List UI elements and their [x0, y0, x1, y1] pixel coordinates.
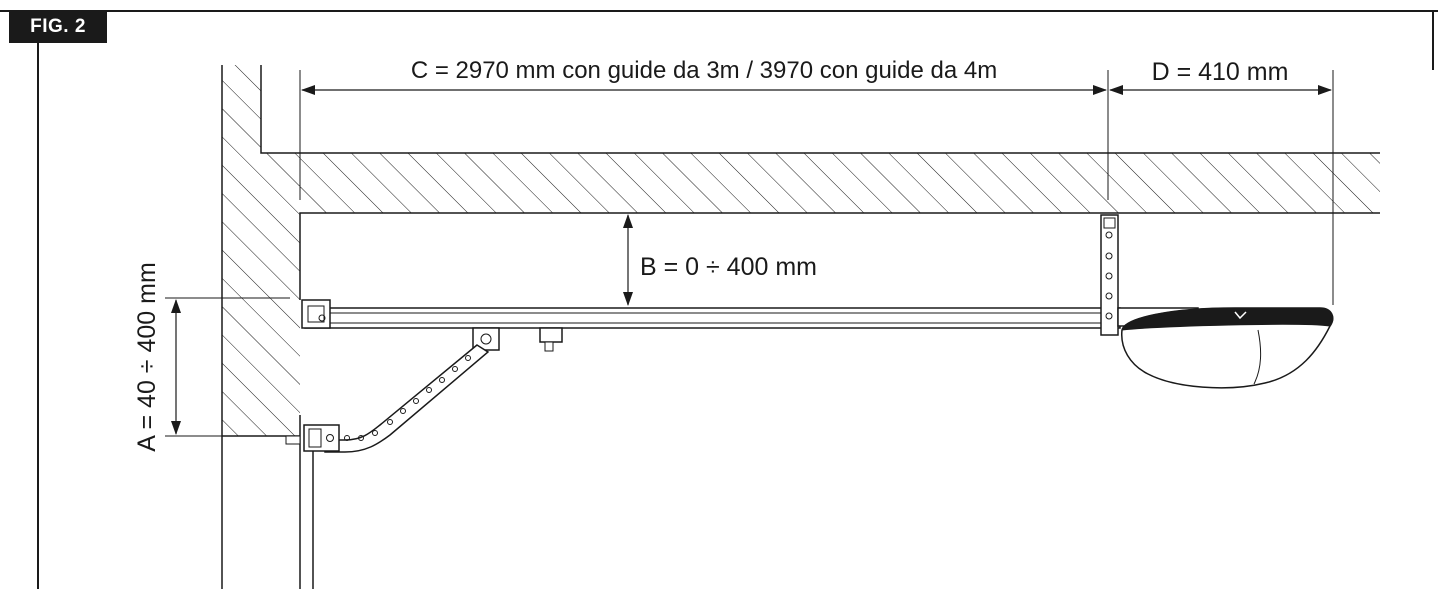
motor-head	[1117, 307, 1334, 389]
dimension-c-label: C = 2970 mm con guide da 3m / 3970 con g…	[411, 57, 997, 84]
dimension-d-label: D = 410 mm	[1152, 58, 1289, 86]
trolley	[472, 327, 563, 352]
dimension-d	[1109, 70, 1334, 305]
dimension-a-label: A = 40 ÷ 400 mm	[133, 262, 161, 452]
door-bracket	[303, 424, 340, 452]
rail-guide	[304, 307, 1121, 329]
dimension-b-label: B = 0 ÷ 400 mm	[640, 253, 817, 281]
dimension-a	[165, 297, 290, 437]
wall	[221, 65, 1380, 589]
outer-frame	[0, 10, 1438, 589]
front-bracket	[301, 299, 331, 329]
door-arm	[324, 344, 490, 453]
ceiling-hanger	[1100, 214, 1119, 336]
figure-label: FIG. 2	[9, 11, 107, 43]
dimension-c	[299, 70, 1109, 200]
